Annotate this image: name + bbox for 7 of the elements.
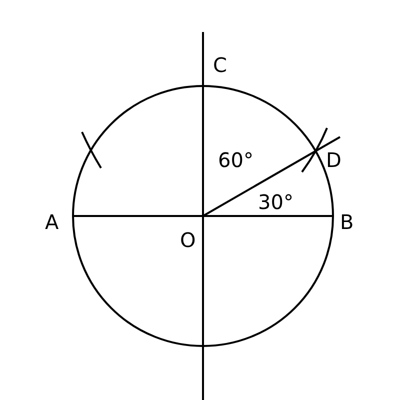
point-label: C bbox=[213, 55, 227, 75]
point-label: O bbox=[180, 230, 196, 250]
point-label: A bbox=[45, 212, 59, 232]
angle-label: 30° bbox=[258, 192, 294, 212]
point-label: D bbox=[326, 150, 342, 170]
angle-label: 60° bbox=[218, 150, 254, 170]
point-label: B bbox=[340, 212, 354, 232]
